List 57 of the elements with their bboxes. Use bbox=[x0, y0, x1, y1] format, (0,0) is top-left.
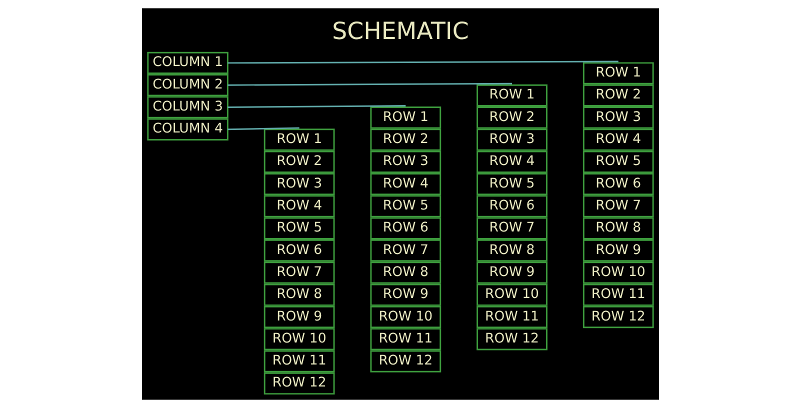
node-box: ROW 12 bbox=[263, 372, 334, 395]
node-box: ROW 2 bbox=[582, 84, 654, 106]
node-box: ROW 7 bbox=[582, 195, 654, 218]
connector bbox=[227, 105, 406, 108]
node-box: ROW 8 bbox=[476, 239, 547, 262]
node-box: ROW 10 bbox=[370, 306, 441, 328]
connector bbox=[227, 60, 618, 64]
node-box: ROW 9 bbox=[582, 239, 654, 262]
node-box: ROW 2 bbox=[476, 106, 547, 129]
node-box: ROW 5 bbox=[476, 172, 547, 196]
node-box: ROW 4 bbox=[370, 172, 441, 196]
node-box: ROW 11 bbox=[263, 350, 334, 372]
diagram-title: SCHEMATIC bbox=[332, 17, 468, 46]
node-box: ROW 8 bbox=[370, 262, 441, 284]
node-box: ROW 5 bbox=[582, 150, 654, 173]
node-box: ROW 1 bbox=[263, 128, 334, 151]
node-box: ROW 3 bbox=[582, 106, 654, 129]
node-box: ROW 11 bbox=[370, 328, 441, 350]
node-box: ROW 2 bbox=[263, 150, 334, 173]
node-box: ROW 7 bbox=[263, 262, 334, 284]
node-box: COLUMN 2 bbox=[146, 74, 228, 96]
node-box: ROW 3 bbox=[370, 150, 441, 173]
node-box: ROW 9 bbox=[476, 262, 547, 284]
node-box: COLUMN 1 bbox=[146, 52, 228, 74]
node-box: ROW 1 bbox=[582, 62, 654, 84]
node-box: ROW 12 bbox=[476, 328, 547, 350]
node-box: ROW 8 bbox=[263, 284, 334, 306]
node-box: ROW 7 bbox=[370, 239, 441, 262]
node-box: ROW 6 bbox=[476, 195, 547, 218]
node-box: ROW 8 bbox=[582, 217, 654, 240]
node-box: ROW 5 bbox=[370, 195, 441, 218]
node-box: ROW 10 bbox=[582, 262, 654, 284]
node-box: ROW 10 bbox=[263, 328, 334, 350]
connector bbox=[227, 127, 299, 130]
node-box: ROW 3 bbox=[263, 172, 334, 196]
node-box: COLUMN 3 bbox=[146, 96, 228, 118]
node-box: ROW 7 bbox=[476, 217, 547, 240]
node-box: ROW 11 bbox=[476, 306, 547, 328]
node-box: ROW 1 bbox=[476, 84, 547, 106]
node-box: ROW 3 bbox=[476, 128, 547, 151]
node-box: ROW 9 bbox=[263, 306, 334, 328]
node-box: COLUMN 4 bbox=[146, 118, 228, 140]
node-box: ROW 6 bbox=[582, 172, 654, 196]
node-box: ROW 12 bbox=[370, 350, 441, 372]
node-box: ROW 6 bbox=[263, 239, 334, 262]
node-box: ROW 9 bbox=[370, 284, 441, 306]
connector bbox=[227, 82, 512, 86]
node-box: ROW 10 bbox=[476, 284, 547, 306]
node-box: ROW 11 bbox=[582, 284, 654, 306]
node-box: ROW 4 bbox=[263, 195, 334, 218]
node-box: ROW 4 bbox=[476, 150, 547, 173]
node-box: ROW 6 bbox=[370, 217, 441, 240]
node-box: ROW 4 bbox=[582, 128, 654, 151]
node-box: ROW 12 bbox=[582, 306, 654, 328]
node-box: ROW 2 bbox=[370, 128, 441, 151]
node-box: ROW 5 bbox=[263, 217, 334, 240]
node-box: ROW 1 bbox=[370, 106, 441, 129]
